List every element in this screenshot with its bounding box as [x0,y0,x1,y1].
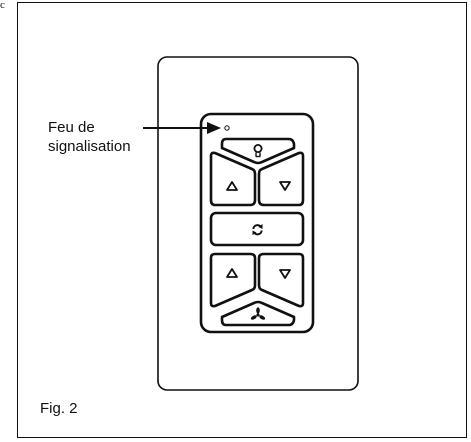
indicator-light [224,125,230,131]
fan-icon [250,307,266,320]
triangle-up-icon [226,268,238,278]
indicator-light-label-line2: signalisation [48,138,131,155]
light-bulb-icon [253,143,263,158]
fan-button[interactable] [220,300,296,327]
control-body [199,112,315,334]
triangle-down-icon [279,181,291,191]
figure-frame [17,2,467,438]
light-up-button[interactable] [209,151,257,207]
light-down-button[interactable] [257,151,305,207]
figure-label: Fig. 2 [40,400,78,417]
triangle-down-icon [279,269,291,279]
indicator-light-label: Feu de signalisation [48,118,131,156]
indicator-light-label-line1: Feu de [48,119,95,136]
corner-mark: c [0,0,5,11]
reverse-button[interactable] [209,211,305,247]
cycle-icon [252,224,263,236]
fan-up-button[interactable] [209,252,257,308]
light-button[interactable] [220,137,296,165]
triangle-up-icon [226,181,238,191]
wall-plate [157,56,359,391]
fan-down-button[interactable] [257,252,305,308]
callout-arrow [143,122,221,134]
